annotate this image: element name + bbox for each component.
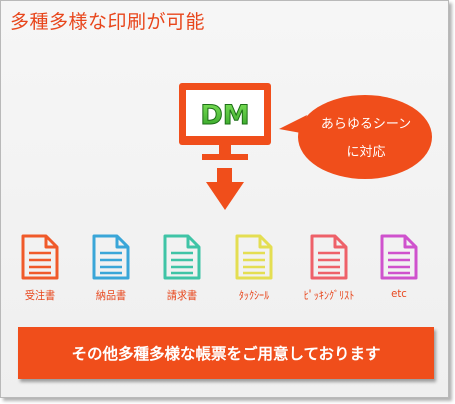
document-icon — [235, 234, 273, 280]
page-title: 多種多様な印刷が可能 — [10, 11, 206, 33]
arrow-down-icon — [206, 168, 244, 210]
bubble-line-2: に対応 — [346, 145, 386, 160]
doc-label: ﾀｯｸｼｰﾙ — [238, 289, 270, 302]
doc-delivery: 納品書 — [80, 231, 142, 303]
panel: 多種多様な印刷が可能 DM あらゆるシーン に対応 — [0, 0, 449, 398]
doc-label: 請求書 — [166, 289, 198, 302]
document-icon — [380, 234, 418, 280]
doc-label: 受注書 — [24, 289, 56, 302]
banner-text: その他多種多様な帳票をご用意しております — [71, 345, 381, 363]
banner: その他多種多様な帳票をご用意しております — [18, 327, 434, 379]
document-icon — [92, 234, 130, 280]
dm-logo: DM — [200, 100, 249, 131]
doc-label: 納品書 — [95, 289, 127, 302]
bubble-line-1: あらゆるシーン — [320, 117, 412, 132]
doc-tack-seal: ﾀｯｸｼｰﾙ — [223, 231, 285, 303]
doc-label: etc — [391, 287, 407, 300]
doc-etc: etc — [368, 231, 430, 300]
doc-order: 受注書 — [9, 231, 71, 303]
document-icon — [310, 234, 348, 280]
monitor-graphic: DM — [179, 83, 432, 210]
doc-invoice: 請求書 — [151, 231, 213, 303]
monitor-icon — [179, 83, 271, 160]
document-icon — [21, 234, 59, 280]
bubble-text: あらゆるシーン に対応 — [301, 111, 431, 167]
speech-bubble — [279, 95, 432, 179]
doc-label: ﾋﾟｯｷﾝｸﾞﾘｽﾄ — [303, 289, 355, 302]
doc-picking-list: ﾋﾟｯｷﾝｸﾞﾘｽﾄ — [298, 231, 360, 303]
document-icon — [163, 234, 201, 280]
